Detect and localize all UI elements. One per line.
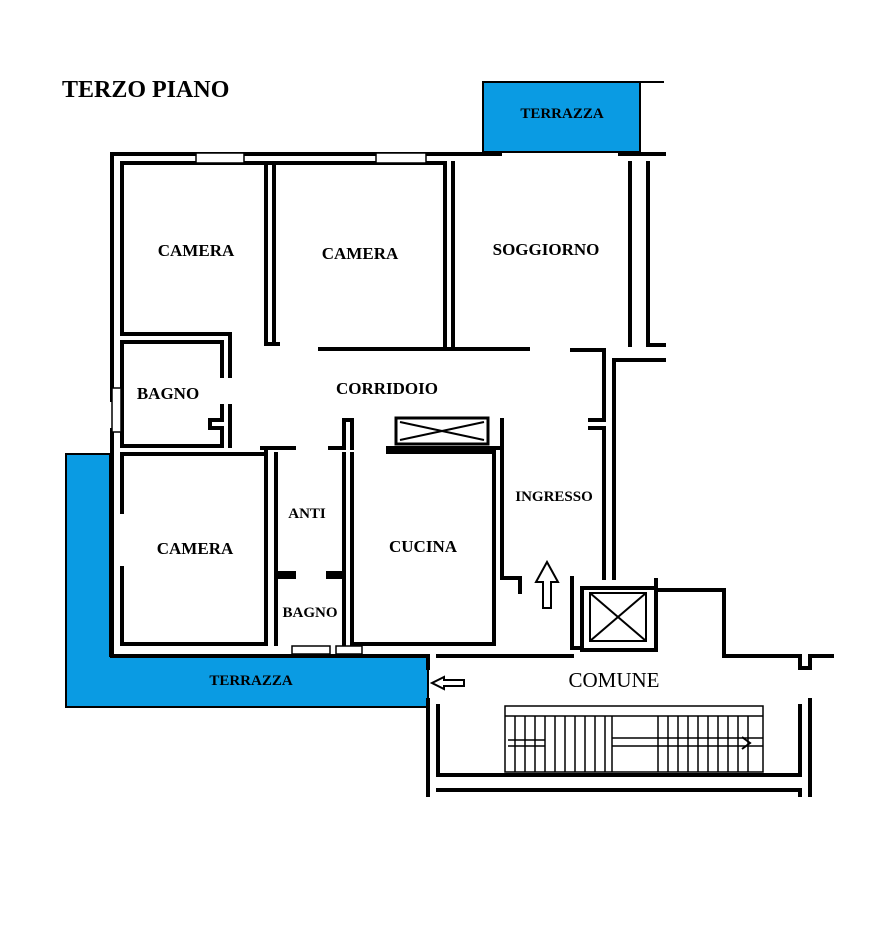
label-bagno-2: BAGNO: [282, 605, 337, 621]
plan-title: TERZO PIANO: [62, 77, 229, 103]
label-anti: ANTI: [288, 506, 326, 522]
label-camera-2: CAMERA: [322, 244, 399, 263]
walls: [110, 81, 834, 797]
label-cucina: CUCINA: [389, 537, 458, 556]
terrace-top: [482, 81, 641, 153]
label-comune: COMUNE: [568, 668, 659, 692]
label-camera-1: CAMERA: [158, 241, 235, 260]
label-camera-3: CAMERA: [157, 539, 234, 558]
label-ingresso: INGRESSO: [515, 489, 593, 505]
label-soggiorno: SOGGIORNO: [493, 240, 600, 259]
label-corridoio: CORRIDOIO: [336, 379, 438, 398]
label-terrazza-bottom: TERRAZZA: [209, 673, 293, 689]
label-terrazza-top: TERRAZZA: [520, 106, 604, 122]
label-bagno-1: BAGNO: [137, 384, 199, 403]
staircase: [504, 705, 764, 773]
